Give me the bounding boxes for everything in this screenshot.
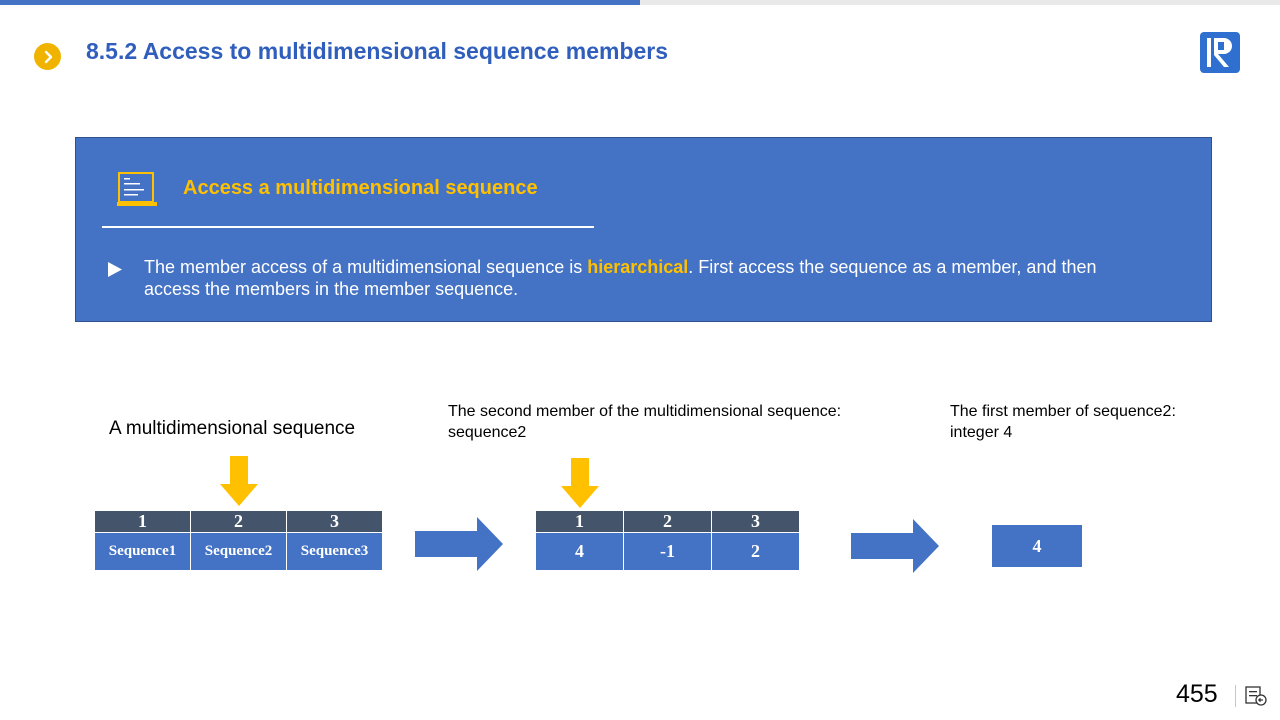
info-box-heading: Access a multidimensional sequence [183, 177, 538, 199]
info-box-text-end: . First access the sequence as a member,… [144, 257, 1097, 299]
caption-first-member: The first member of sequence2: integer 4 [950, 403, 1176, 441]
table-cell: -1 [623, 532, 712, 571]
table-cell: Sequence2 [190, 532, 287, 571]
highlight-word: hierarchical [587, 257, 689, 277]
table-cell: Sequence3 [286, 532, 383, 571]
multidimensional-sequence-table: 1 2 3 Sequence1 Sequence2 Sequence3 [94, 510, 383, 571]
table-header-cell: 3 [711, 510, 800, 533]
page-number: 455 [1176, 680, 1218, 708]
footer-divider [1235, 685, 1236, 707]
table-header-cell: 1 [535, 510, 624, 533]
chevron-right-icon [34, 43, 61, 70]
info-box-text: The member access of a multidimensional … [144, 256, 1144, 300]
play-triangle-icon [108, 262, 122, 277]
caption-multidimensional-sequence: A multidimensional sequence [109, 418, 356, 439]
progress-track [0, 0, 1280, 5]
table-header-cell: 1 [94, 510, 191, 533]
table-header-cell: 2 [623, 510, 712, 533]
table-header-cell: 2 [190, 510, 287, 533]
progress-fill [0, 0, 640, 5]
table-cell: 4 [535, 532, 624, 571]
r-logo-icon [1199, 31, 1241, 74]
right-arrow-icon [415, 517, 503, 571]
info-box-text-start: The member access of a multidimensional … [144, 257, 588, 277]
table-header-cell: 3 [286, 510, 383, 533]
slide-navigation-icon[interactable] [1245, 686, 1267, 706]
page-title: 8.5.2 Access to multidimensional sequenc… [86, 38, 669, 64]
sequence2-table: 1 2 3 4 -1 2 [535, 510, 800, 571]
table-cell: Sequence1 [94, 532, 191, 571]
caption-second-member: The second member of the multidimensiona… [448, 403, 842, 441]
info-box [75, 137, 1212, 322]
down-arrow-icon [561, 458, 599, 508]
result-value-box: 4 [992, 525, 1082, 567]
right-arrow-icon [851, 519, 939, 573]
info-box-divider [102, 226, 594, 228]
table-cell: 2 [711, 532, 800, 571]
down-arrow-icon [220, 456, 258, 506]
blackboard-icon [116, 172, 158, 209]
